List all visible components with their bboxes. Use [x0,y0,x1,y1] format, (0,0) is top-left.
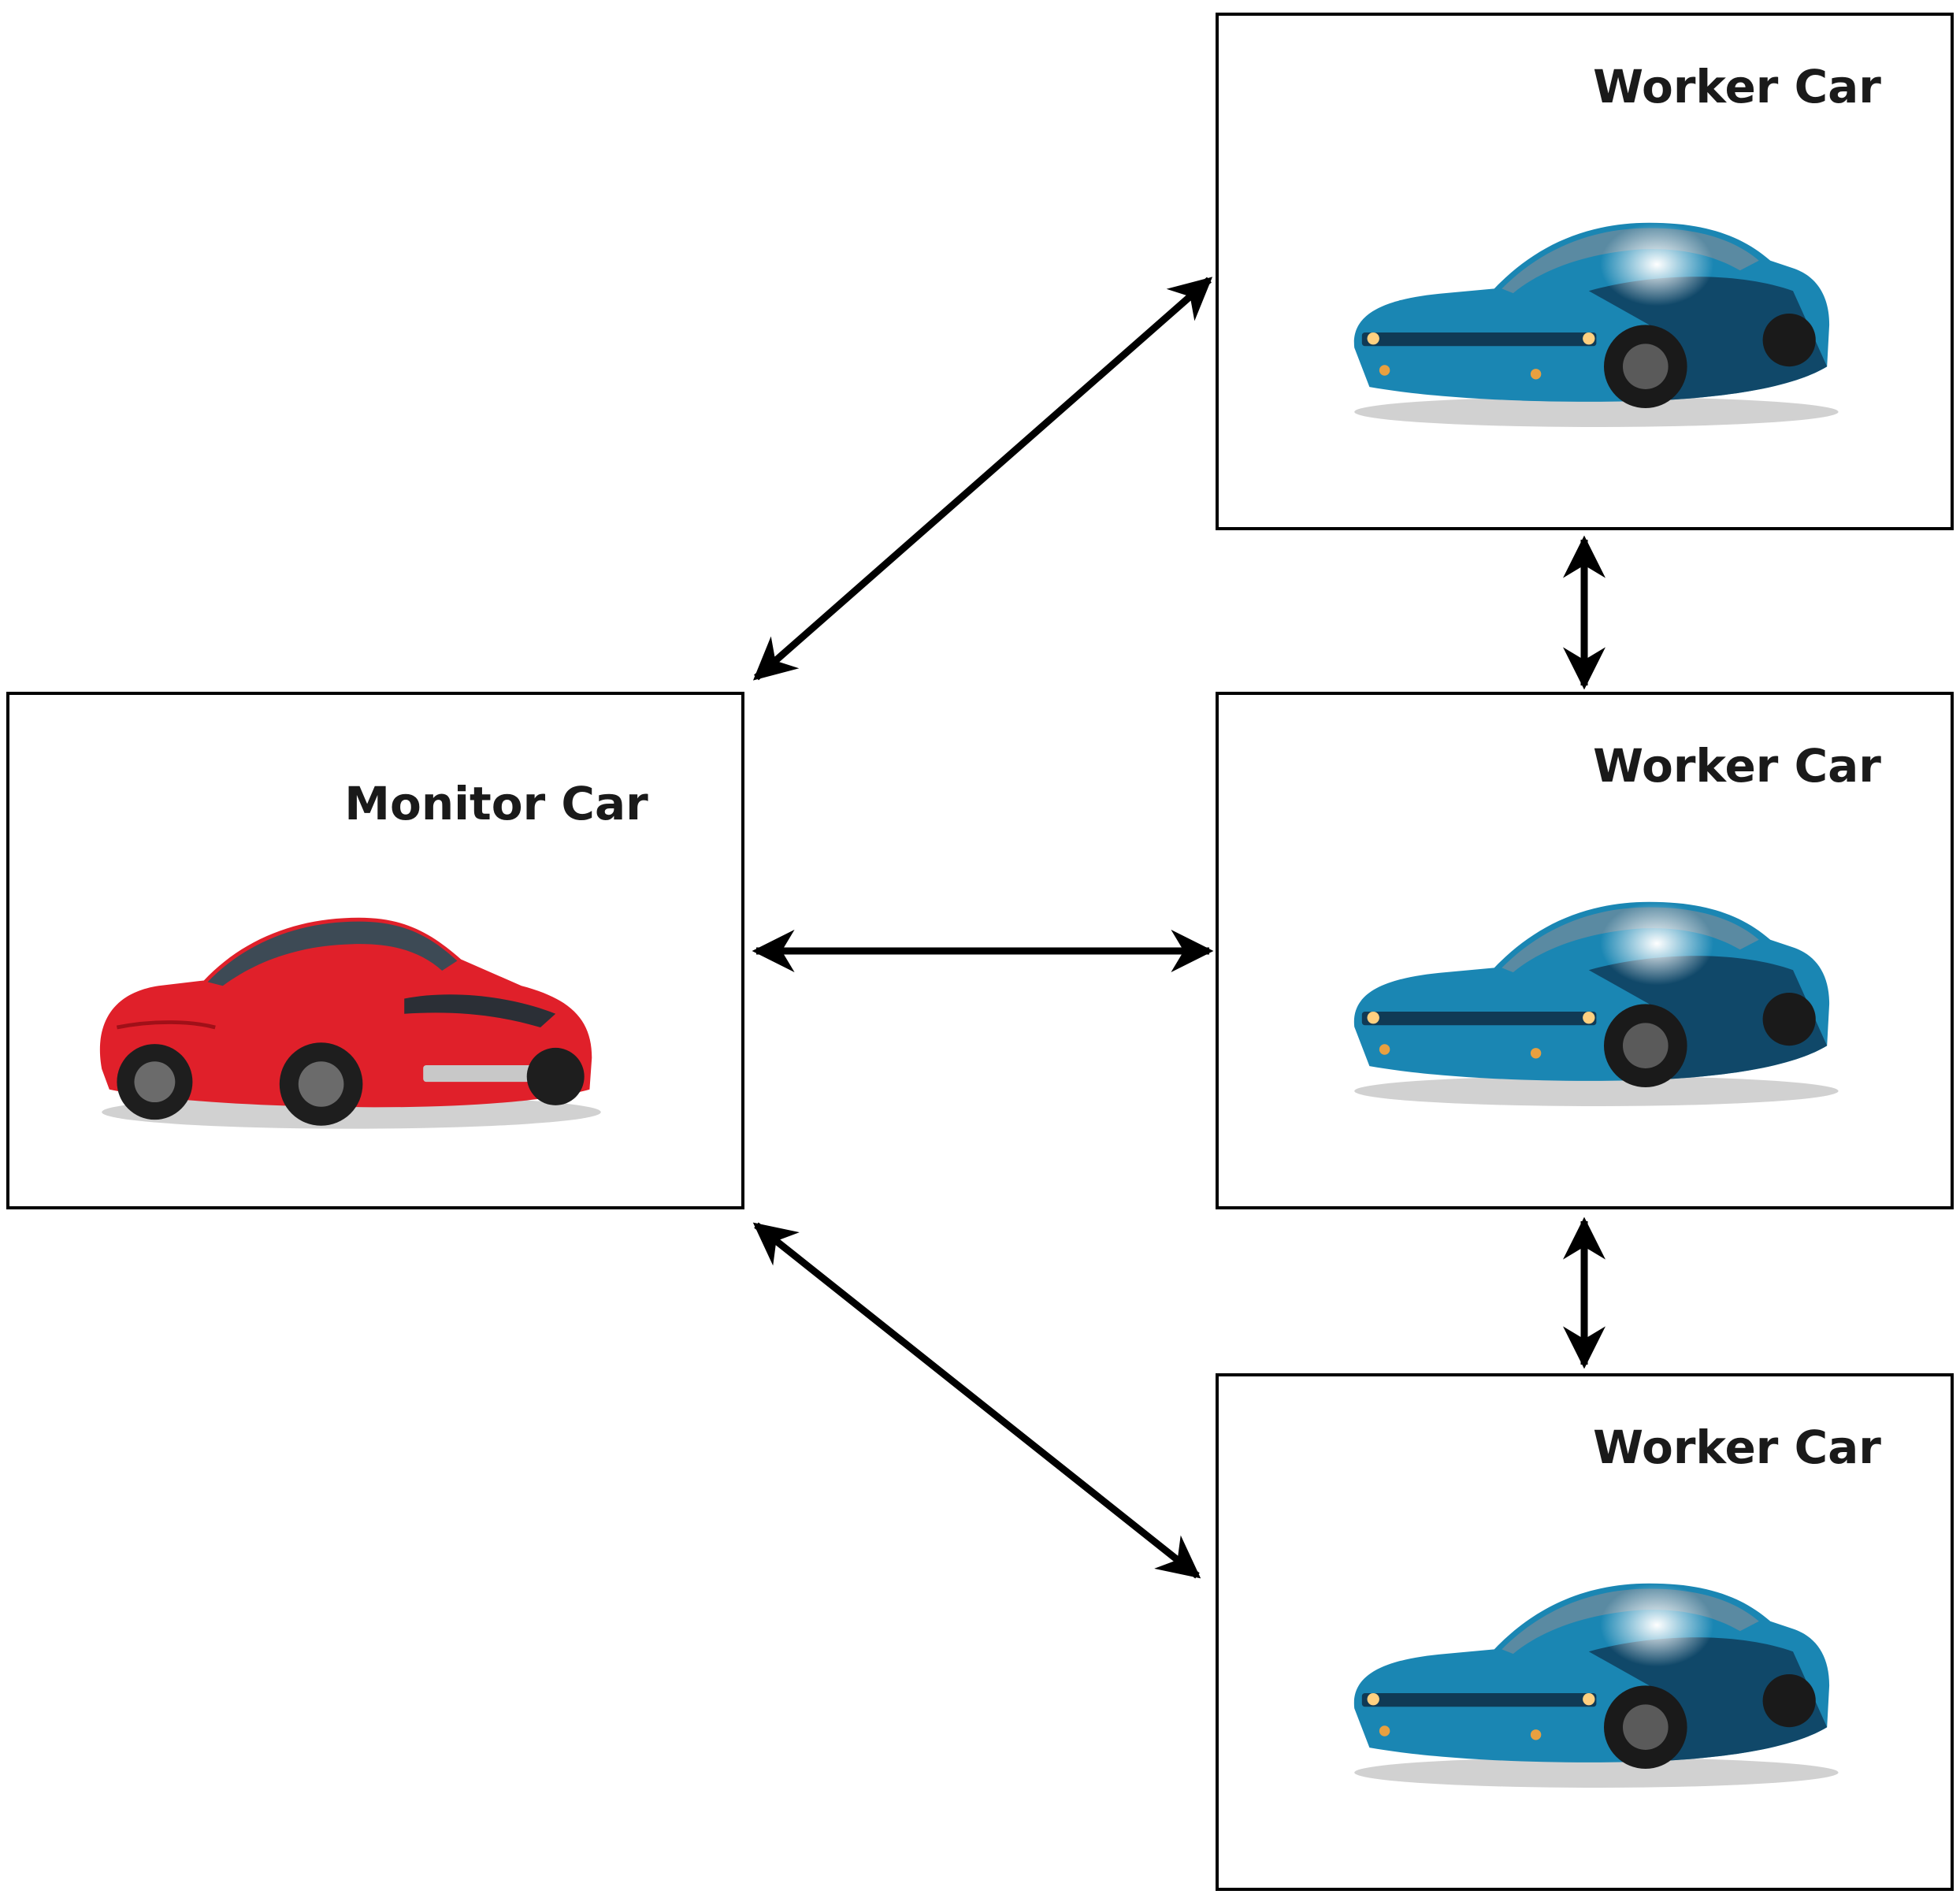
edge-monitor-worker3 [752,1222,1201,1579]
worker-car-2-label: Worker Car [1593,739,1881,793]
worker-car-node-3: Worker Car [1216,1373,1954,1891]
edges [752,277,1605,1579]
worker-car-node-1: Worker Car [1216,13,1954,530]
edge-monitor-worker1 [752,277,1213,681]
monitor-car-label: Monitor Car [344,777,648,830]
worker-car-node-2: Worker Car [1216,692,1954,1209]
monitor-car-node: Monitor Car [6,692,744,1209]
worker-car-3-label: Worker Car [1593,1421,1881,1474]
worker-car-1-label: Worker Car [1593,60,1881,113]
